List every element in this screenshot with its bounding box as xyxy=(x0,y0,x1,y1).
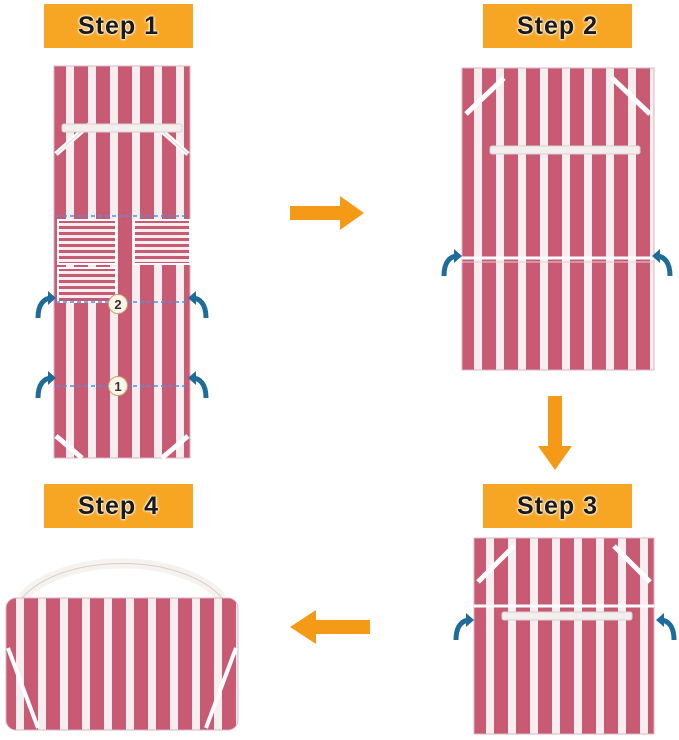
step-2-towel xyxy=(460,66,656,372)
fold-marker-2: 2 xyxy=(108,294,128,314)
curl-arrow-icon xyxy=(453,613,474,641)
arrow-right-icon xyxy=(290,196,364,230)
curl-arrow-icon xyxy=(35,291,56,319)
step-3-towel xyxy=(472,536,656,736)
step-1-label: Step 1 xyxy=(44,4,193,48)
step-1-towel xyxy=(52,64,192,460)
curl-arrow-icon xyxy=(188,371,209,399)
step-3-label: Step 3 xyxy=(483,484,632,528)
fold-marker-1: 1 xyxy=(108,376,128,396)
curl-arrow-icon xyxy=(652,249,673,277)
curl-arrow-icon xyxy=(656,613,677,641)
step-4-label: Step 4 xyxy=(44,484,193,528)
arrow-down-icon xyxy=(538,396,572,470)
curl-arrow-icon xyxy=(188,291,209,319)
step-2-label: Step 2 xyxy=(483,4,632,48)
arrow-left-icon xyxy=(290,610,370,644)
curl-arrow-icon xyxy=(35,371,56,399)
curl-arrow-icon xyxy=(441,249,462,277)
step-4-pillow xyxy=(2,548,242,734)
